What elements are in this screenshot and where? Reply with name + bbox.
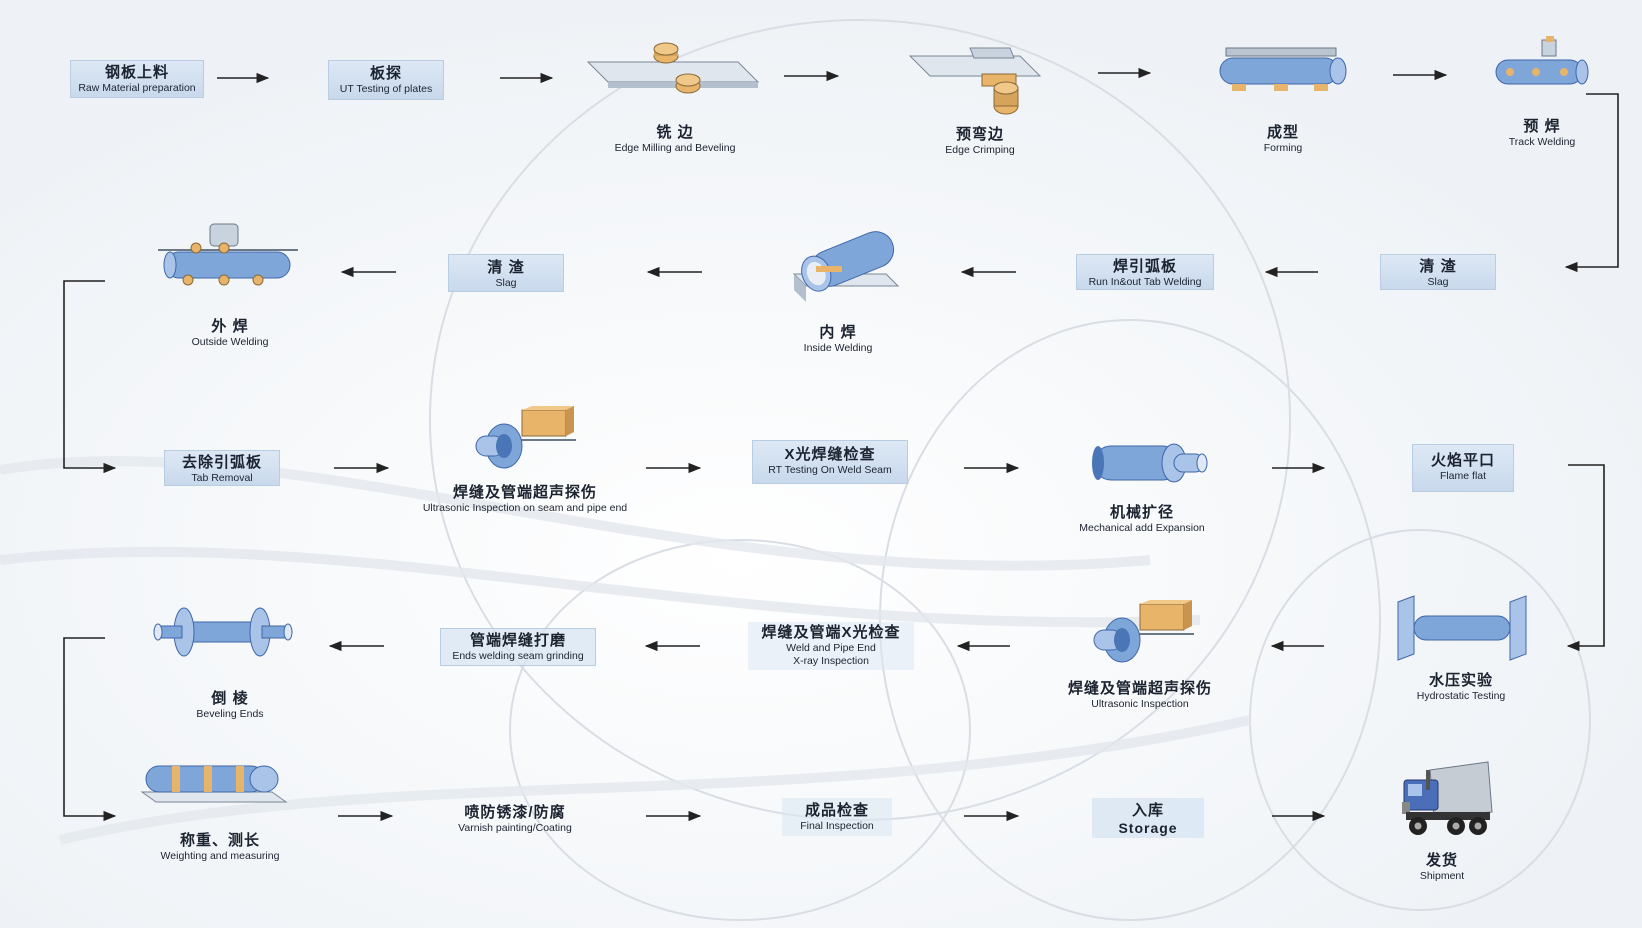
step-en: Inside Welding <box>803 342 873 354</box>
step-run-tab-welding: 焊引弧板 Run In&out Tab Welding <box>1076 254 1214 290</box>
step-en: Outside Welding <box>191 336 269 348</box>
step-slag-right: 清 渣 Slag <box>1380 254 1496 290</box>
step-zh: X光焊缝检查 <box>784 446 876 463</box>
step-zh: 内 焊 <box>819 324 857 341</box>
step-hydrostatic-testing: 水压实验 Hydrostatic Testing <box>1396 672 1526 703</box>
step-final-inspection: 成品检查 Final Inspection <box>782 798 892 836</box>
step-en: Run In&out Tab Welding <box>1088 276 1202 288</box>
step-en: Raw Material preparation <box>78 82 196 94</box>
step-zh: 发货 <box>1425 852 1458 869</box>
step-zh: 成型 <box>1266 124 1299 141</box>
step-en: Hydrostatic Testing <box>1416 690 1506 702</box>
step-storage: 入库 Storage <box>1092 798 1204 838</box>
step-zh: 铣 边 <box>656 124 694 141</box>
step-en: Forming <box>1263 142 1303 154</box>
step-rt-testing: X光焊缝检查 RT Testing On Weld Seam <box>752 440 908 484</box>
step-en-line2: X-ray Inspection <box>793 655 869 667</box>
step-en: Beveling Ends <box>196 708 264 720</box>
step-en: Ultrasonic Inspection on seam and pipe e… <box>422 502 628 514</box>
step-ut-testing: 板探 UT Testing of plates <box>328 60 444 100</box>
step-zh: 火焰平口 <box>1430 452 1495 469</box>
step-tab-removal: 去除引弧板 Tab Removal <box>164 450 280 486</box>
step-zh: 外 焊 <box>211 318 249 335</box>
step-zh: 板探 <box>369 65 402 82</box>
step-en: Final Inspection <box>800 820 874 832</box>
step-flame-flat: 火焰平口 Flame flat <box>1412 444 1514 492</box>
step-track-welding: 预 焊 Track Welding <box>1480 118 1604 149</box>
step-en: Track Welding <box>1508 136 1576 148</box>
step-zh: 预弯边 <box>955 126 1004 143</box>
edge-milling-icon <box>586 42 760 94</box>
step-outside-welding: 外 焊 Outside Welding <box>170 318 290 349</box>
step-en: Varnish painting/Coating <box>458 822 572 834</box>
step-mechanical-expansion: 机械扩径 Mechanical add Expansion <box>1064 504 1220 535</box>
step-zh: 焊缝及管端超声探伤 <box>452 484 597 501</box>
step-edge-milling: 铣 边 Edge Milling and Beveling <box>590 124 760 155</box>
edge-crimping-icon <box>908 47 1042 115</box>
step-shipment: 发货 Shipment <box>1392 852 1492 883</box>
step-zh: 入库 <box>1131 802 1164 819</box>
step-raw-material: 钢板上料 Raw Material preparation <box>70 60 204 98</box>
step-zh: 倒 棱 <box>211 690 249 707</box>
step-en: Tab Removal <box>191 472 253 484</box>
step-en: Storage <box>1118 820 1178 836</box>
step-en: Shipment <box>1419 870 1465 882</box>
step-ultrasonic-inspection: 焊缝及管端超声探伤 Ultrasonic Inspection <box>1040 680 1240 711</box>
step-en: Edge Crimping <box>945 144 1015 156</box>
forming-icon <box>1219 47 1347 91</box>
step-xray-weld-pipe-end: 焊缝及管端X光检查 Weld and Pipe End X-ray Inspec… <box>748 622 914 670</box>
step-inside-welding: 内 焊 Inside Welding <box>778 324 898 355</box>
step-beveling-ends: 倒 棱 Beveling Ends <box>170 690 290 721</box>
step-en: Weighting and measuring <box>160 850 280 862</box>
step-en: RT Testing On Weld Seam <box>768 464 892 476</box>
step-zh: 焊缝及管端超声探伤 <box>1067 680 1212 697</box>
step-zh: 清 渣 <box>487 259 525 276</box>
track-welding-icon <box>1495 36 1589 85</box>
step-slag-left: 清 渣 Slag <box>448 254 564 292</box>
step-zh: 成品检查 <box>804 802 869 819</box>
step-zh: 喷防锈漆/防腐 <box>464 804 566 821</box>
step-varnish-coating: 喷防锈漆/防腐 Varnish painting/Coating <box>440 804 590 835</box>
mechanical-expansion-icon <box>1092 443 1208 483</box>
step-zh: 焊缝及管端X光检查 <box>761 624 901 641</box>
step-en: Flame flat <box>1439 470 1487 482</box>
weighing-measuring-icon <box>140 765 288 803</box>
hydrostatic-testing-icon <box>1397 595 1527 661</box>
step-zh: 管端焊缝打磨 <box>469 632 566 649</box>
ultrasonic-inspection-2-icon <box>1093 600 1194 663</box>
step-zh: 机械扩径 <box>1109 504 1174 521</box>
step-en: Ultrasonic Inspection <box>1091 698 1189 710</box>
step-zh: 预 焊 <box>1523 118 1561 135</box>
step-en: UT Testing of plates <box>339 83 433 95</box>
step-en: Edge Milling and Beveling <box>614 142 736 154</box>
step-zh: 清 渣 <box>1419 258 1457 275</box>
step-zh: 水压实验 <box>1428 672 1493 689</box>
step-en: Mechanical add Expansion <box>1079 522 1205 534</box>
step-edge-crimping: 预弯边 Edge Crimping <box>900 126 1060 157</box>
outside-welding-icon <box>158 223 298 286</box>
step-zh: 钢板上料 <box>104 64 169 81</box>
step-zh: 去除引弧板 <box>181 454 262 471</box>
inside-welding-icon <box>792 231 900 302</box>
step-ends-grinding: 管端焊缝打磨 Ends welding seam grinding <box>440 628 596 666</box>
step-ultrasonic-seam-end: 焊缝及管端超声探伤 Ultrasonic Inspection on seam … <box>410 484 640 515</box>
truck-icon <box>1402 761 1493 835</box>
step-zh: 焊引弧板 <box>1112 258 1177 275</box>
step-weighing-measuring: 称重、测长 Weighting and measuring <box>150 832 290 863</box>
step-en: Weld and Pipe End <box>786 642 876 654</box>
ultrasonic-inspection-icon <box>475 406 576 469</box>
step-zh: 称重、测长 <box>179 832 260 849</box>
step-en: Slag <box>495 277 517 289</box>
beveling-ends-icon <box>153 607 293 657</box>
step-forming: 成型 Forming <box>1218 124 1348 155</box>
step-en: Ends welding seam grinding <box>452 650 584 662</box>
step-en: Slag <box>1427 276 1449 288</box>
